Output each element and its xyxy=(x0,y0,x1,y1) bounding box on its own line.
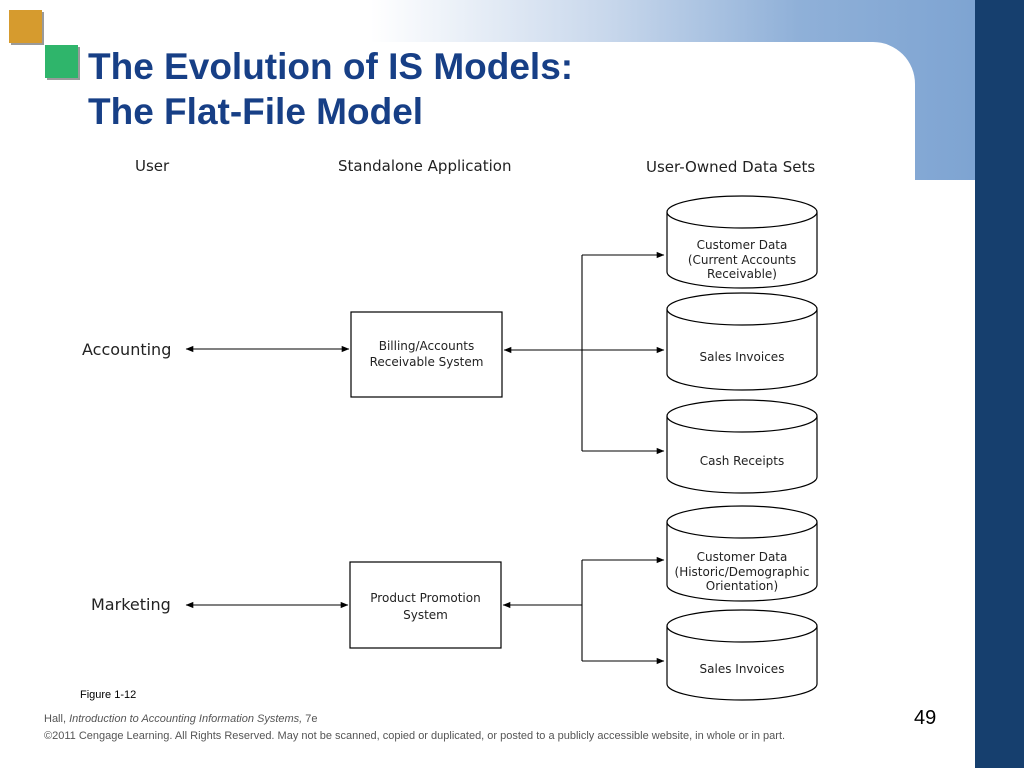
header-standalone-application: Standalone Application xyxy=(338,157,511,175)
title-line-1: The Evolution of IS Models: xyxy=(88,46,574,87)
figure-label: Figure 1-12 xyxy=(80,689,137,701)
orange-square-bullet xyxy=(9,10,42,43)
dataset-label-line-1: Customer Data xyxy=(697,550,788,564)
header-user: User xyxy=(135,157,170,175)
billing-system-label-2: Receivable System xyxy=(370,355,484,369)
copyright-notice: ©2011 Cengage Learning. All Rights Reser… xyxy=(44,730,786,742)
cylinder-customer-data-historic: Customer Data (Historic/Demographic Orie… xyxy=(666,505,818,602)
dataset-label-line-3: Receivable) xyxy=(707,267,777,281)
dataset-label: Sales Invoices xyxy=(700,350,785,364)
cylinder-sales-invoices-2: Sales Invoices xyxy=(666,609,818,701)
user-marketing: Marketing xyxy=(91,595,171,614)
cylinder-cash-receipts: Cash Receipts xyxy=(666,399,818,494)
right-accent-bar xyxy=(975,0,1024,768)
green-square-bullet xyxy=(45,45,78,78)
dataset-label-line-2: (Current Accounts xyxy=(688,253,796,267)
page-number: 49 xyxy=(914,707,937,729)
billing-system-box xyxy=(350,311,503,398)
cylinder-customer-data-current: Customer Data (Current Accounts Receivab… xyxy=(666,195,818,289)
credit-author: Hall, xyxy=(44,713,67,725)
title-line-2: The Flat-File Model xyxy=(88,91,424,132)
cylinder-sales-invoices-1: Sales Invoices xyxy=(666,292,818,391)
promotion-system-label-1: Product Promotion xyxy=(370,591,480,605)
credit-edition: 7e xyxy=(305,713,318,725)
promotion-system-label-2: System xyxy=(403,608,448,622)
header-user-owned-data-sets: User-Owned Data Sets xyxy=(646,158,815,176)
dataset-label-line-2: (Historic/Demographic xyxy=(675,565,810,579)
user-accounting: Accounting xyxy=(82,340,171,359)
credit-book-title: Introduction to Accounting Information S… xyxy=(69,713,303,725)
product-promotion-system-box xyxy=(349,561,502,649)
slide-title: The Evolution of IS Models: The Flat-Fil… xyxy=(88,44,573,134)
dataset-label-line-1: Customer Data xyxy=(697,238,788,252)
dataset-label: Sales Invoices xyxy=(700,662,785,676)
dataset-label-line-3: Orientation) xyxy=(706,579,778,593)
book-credit: Hall, Introduction to Accounting Informa… xyxy=(44,713,318,725)
dataset-label: Cash Receipts xyxy=(700,454,784,468)
billing-system-label-1: Billing/Accounts xyxy=(379,339,475,353)
